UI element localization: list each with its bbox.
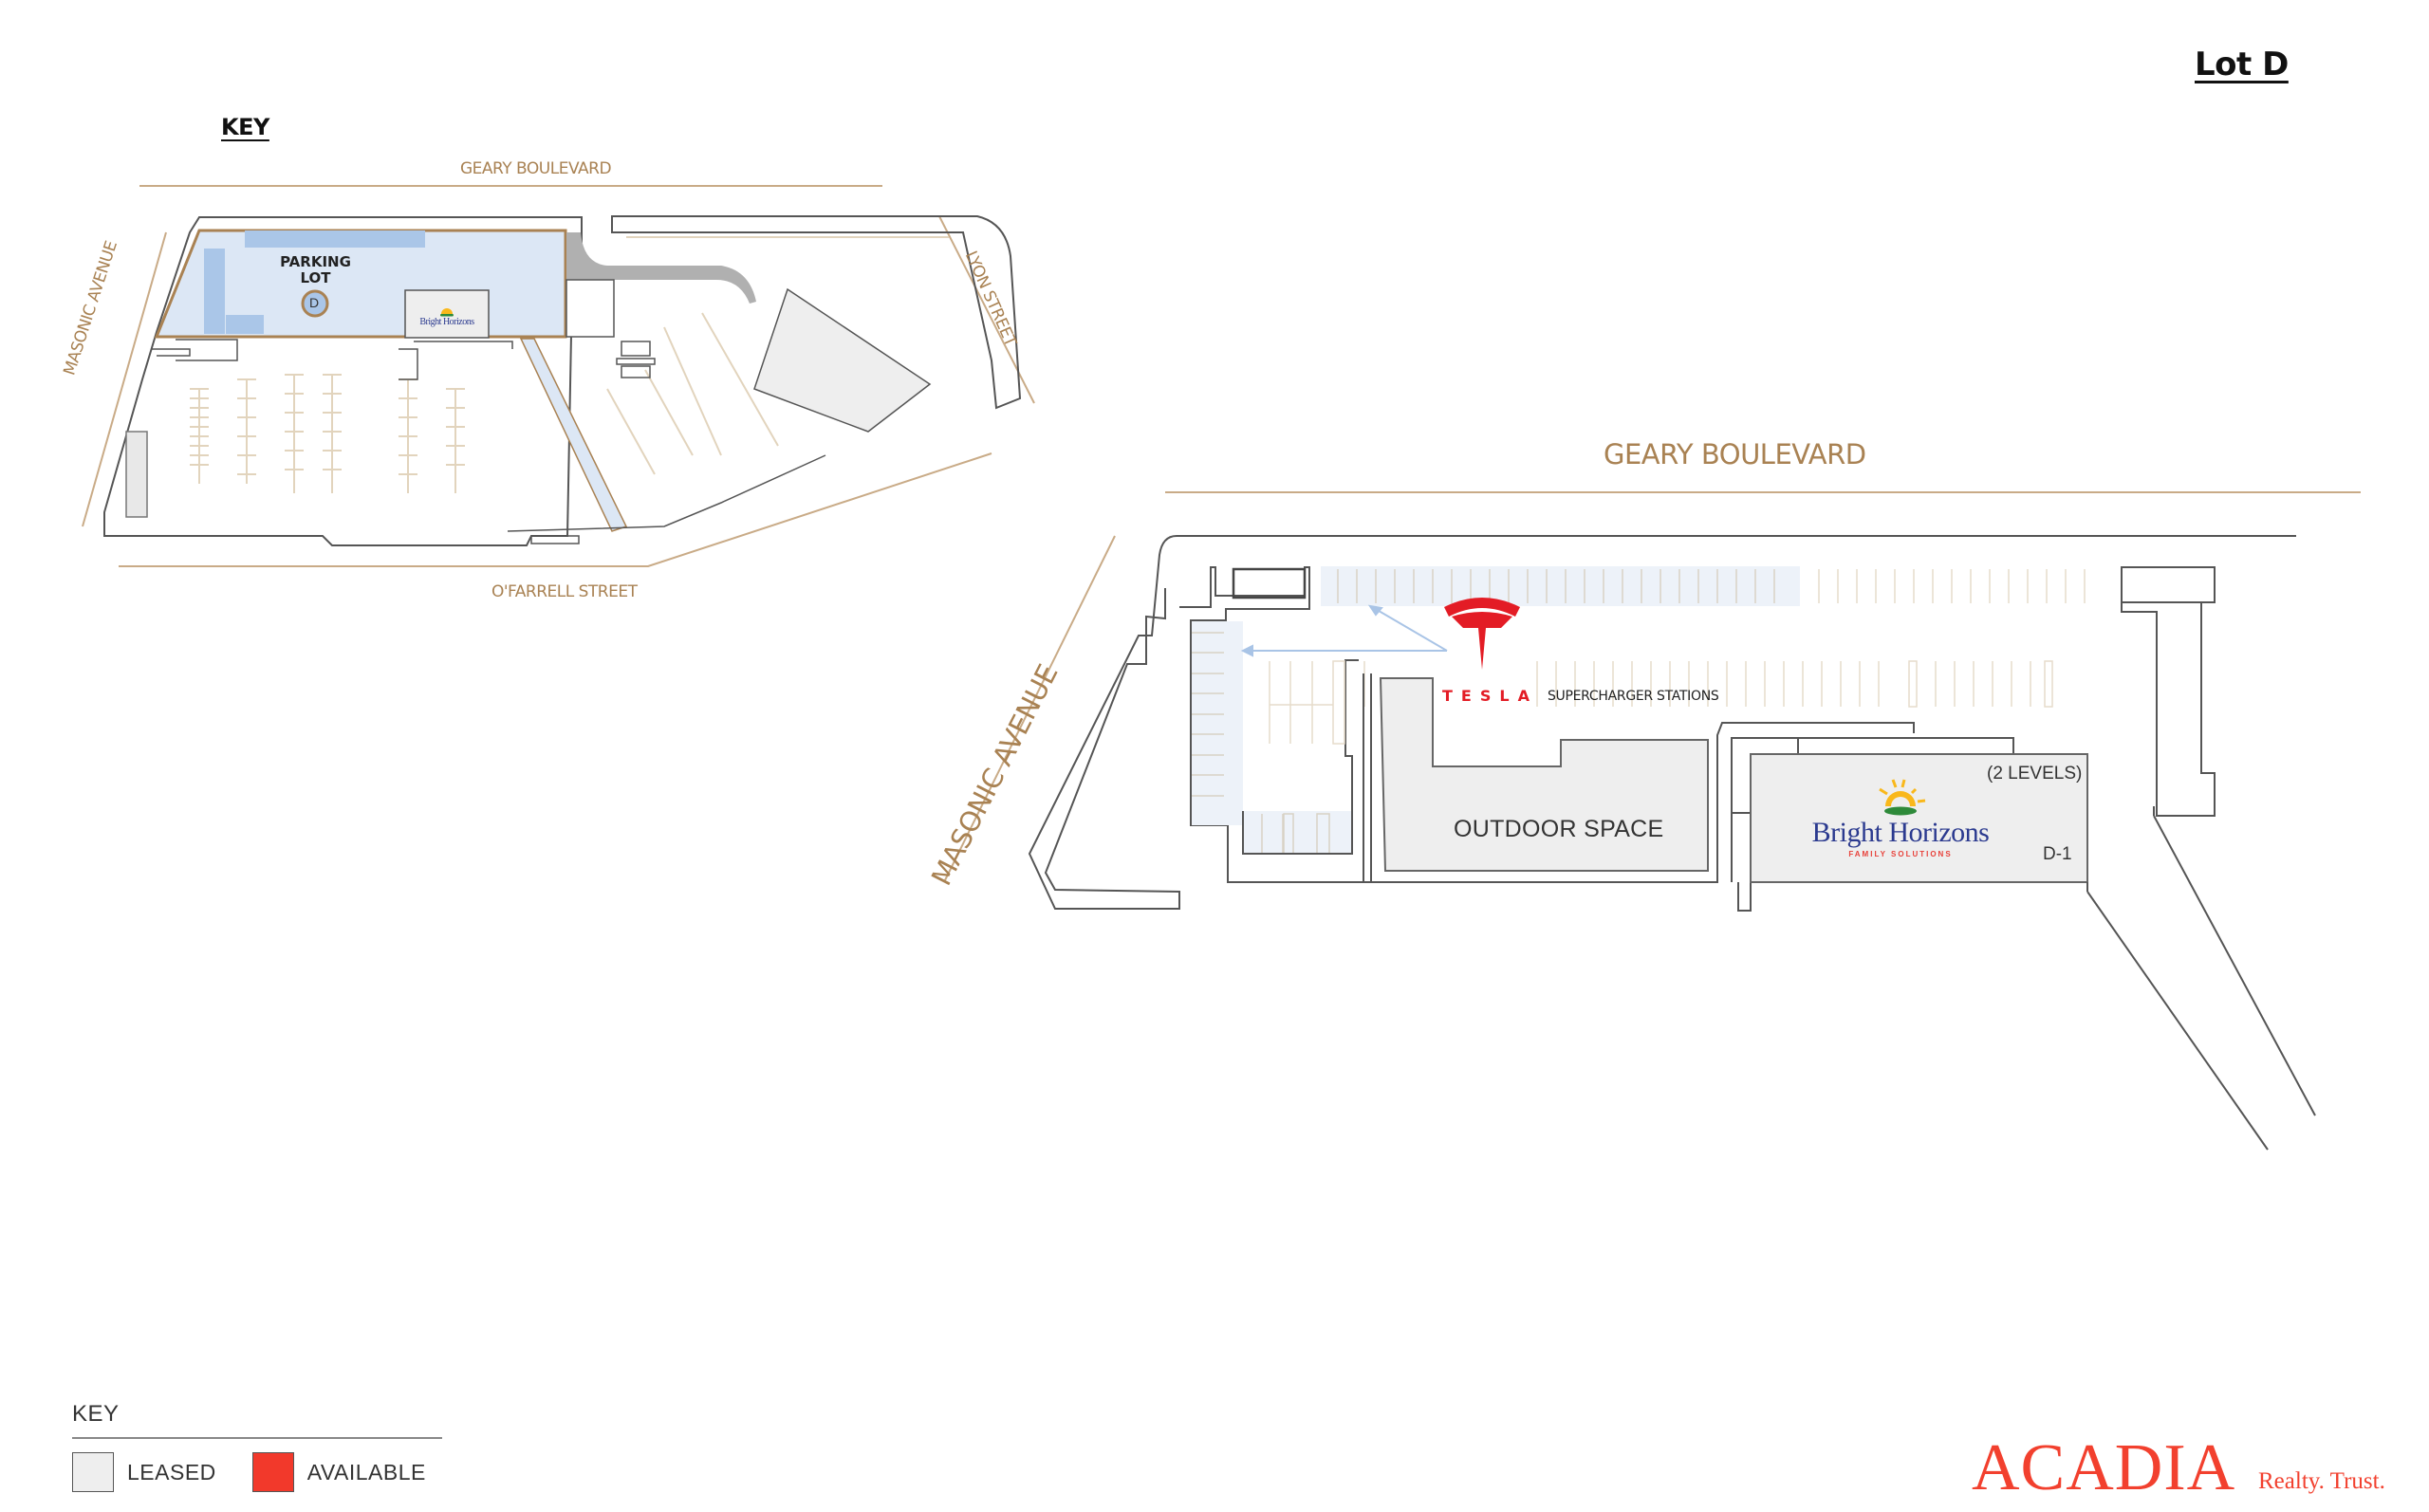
lot-d-marker — [301, 289, 329, 318]
tesla-wordmark: TESLA — [1442, 687, 1538, 705]
tesla-logo-icon — [1444, 598, 1520, 670]
legend: KEY LEASED AVAILABLE — [72, 1401, 442, 1492]
supercharger-strip-top — [1321, 566, 1800, 606]
available-swatch — [251, 1452, 294, 1492]
outdoor-space-label: OUTDOOR SPACE — [1454, 816, 1664, 842]
sun-icon — [440, 308, 454, 317]
supercharger-strip-left — [1192, 621, 1243, 825]
legend-item-leased: LEASED — [72, 1452, 216, 1492]
mini-map-key-label: KEY — [221, 114, 269, 140]
mini-bright-horizons-logo: Bright Horizons — [408, 305, 486, 327]
acadia-tagline: Realty. Trust. — [2258, 1468, 2385, 1494]
leased-swatch — [72, 1452, 114, 1492]
acadia-logo: ACADIA — [1972, 1431, 2236, 1504]
mini-map — [82, 185, 1035, 567]
tesla-supercharger-label: TESLA SUPERCHARGER STATIONS — [1442, 687, 1719, 705]
tenant-levels-label: (2 LEVELS) — [1987, 764, 2083, 784]
legend-item-available: AVAILABLE — [251, 1452, 426, 1492]
detail-street-geary: GEARY BOULEVARD — [1604, 438, 1866, 470]
parking-lot-label-line1: PARKING — [280, 253, 351, 270]
sun-logo-icon — [1879, 779, 1926, 816]
outdoor-space-area — [1379, 677, 1709, 872]
legend-label-leased: LEASED — [127, 1459, 216, 1484]
supercharger-stations-label: SUPERCHARGER STATIONS — [1547, 688, 1719, 704]
mini-street-ofarrell: O'FARRELL STREET — [491, 582, 638, 601]
lot-title: Lot D — [2195, 46, 2289, 83]
parking-lot-label-line2: LOT — [300, 269, 331, 286]
detail-map — [943, 491, 2361, 1151]
lot-d-marker-label: D — [309, 295, 320, 310]
tenant-d1-area — [1750, 753, 2088, 883]
legend-label-available: AVAILABLE — [306, 1459, 426, 1484]
tenant-subtitle: FAMILY SOLUTIONS — [1848, 850, 1953, 858]
bright-horizons-logo: Bright Horizons FAMILY SOLUTIONS — [1806, 778, 1995, 858]
tenant-unit-label: D-1 — [2043, 844, 2072, 864]
legend-title: KEY — [72, 1401, 442, 1439]
mini-street-geary: GEARY BOULEVARD — [460, 159, 612, 178]
tenant-name: Bright Horizons — [1811, 817, 1990, 848]
parking-lot-label: PARKING LOT — [275, 254, 356, 286]
